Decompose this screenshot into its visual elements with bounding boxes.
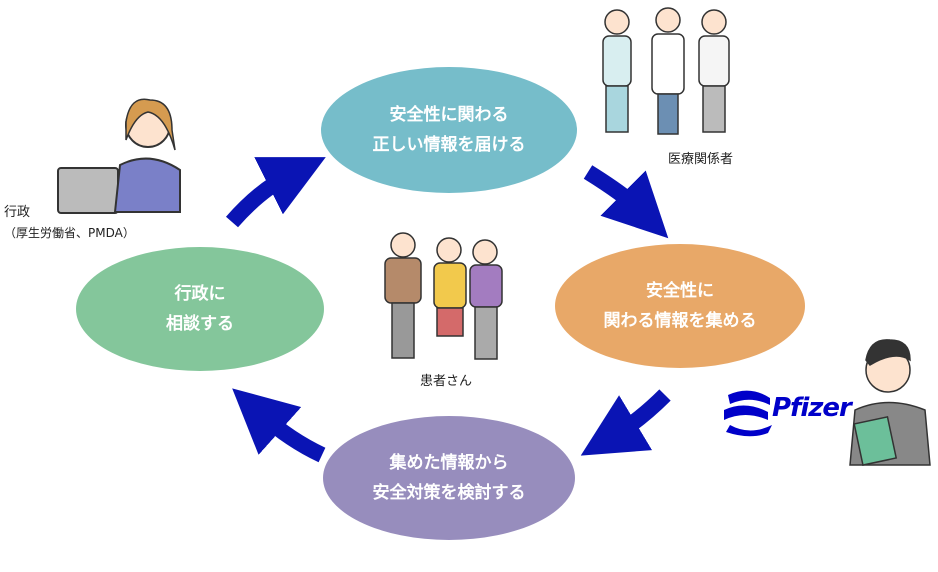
patients-label: 患者さん	[420, 374, 473, 389]
pfizer-logo-text: Pfizer	[772, 393, 852, 423]
node-deliver-safety-info: 安全性に関わる 正しい情報を届ける	[321, 67, 577, 193]
node-bottom-line2: 安全対策を検討する	[372, 483, 526, 503]
government-worker-illustration	[57, 98, 181, 214]
pfizer-logo-mark	[724, 390, 772, 437]
arrow-right-to-bottom	[580, 389, 671, 456]
node-bottom-line1: 集めた情報から	[389, 453, 509, 473]
medical-staff-illustration	[602, 7, 730, 135]
government-label-line2: （厚生労働省、PMDA）	[4, 226, 135, 240]
government-label-line1: 行政	[4, 205, 31, 220]
node-top-line2: 正しい情報を届ける	[372, 135, 526, 155]
node-consult-government: 行政に 相談する	[76, 247, 324, 371]
node-top-line1: 安全性に関わる	[389, 105, 509, 125]
medical-staff-label: 医療関係者	[668, 152, 734, 167]
node-left-line1: 行政に	[174, 284, 226, 304]
arrow-left-to-top	[225, 157, 326, 228]
node-left-line2: 相談する	[166, 314, 234, 334]
pfizer-employee-illustration	[849, 339, 931, 466]
node-collect-safety-info: 安全性に 関わる情報を集める	[555, 244, 805, 368]
node-consider-safety-measures: 集めた情報から 安全対策を検討する	[323, 416, 575, 540]
arrow-bottom-to-left	[232, 388, 326, 463]
node-right-line1: 安全性に	[646, 281, 714, 301]
node-top-ellipse	[321, 67, 577, 193]
node-right-ellipse	[555, 244, 805, 368]
node-bottom-ellipse	[323, 416, 575, 540]
government-label: 行政 （厚生労働省、PMDA）	[4, 203, 135, 243]
arrow-top-to-right	[583, 165, 669, 239]
node-left-ellipse	[76, 247, 324, 371]
node-right-line2: 関わる情報を集める	[603, 311, 757, 331]
patients-illustration	[384, 232, 503, 360]
